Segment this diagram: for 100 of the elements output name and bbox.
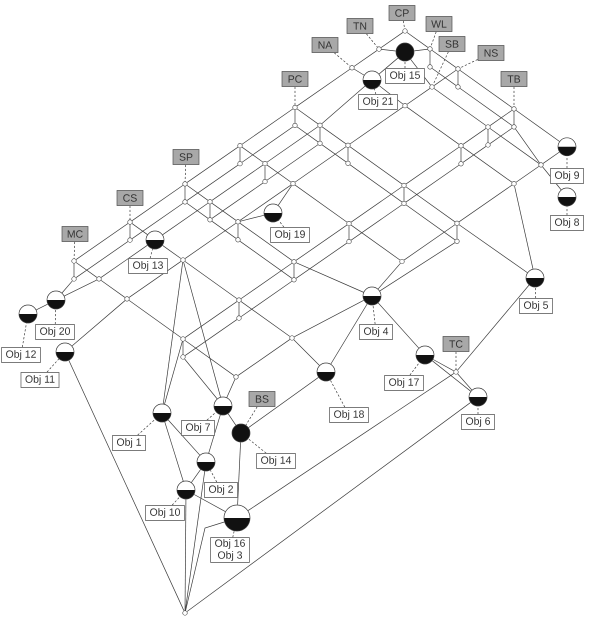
lattice-line: [183, 262, 221, 398]
object-label: Obj 12: [1, 347, 41, 363]
lattice-line: [164, 422, 184, 482]
lattice-line: [194, 494, 226, 512]
lattice-line: [350, 106, 404, 144]
attribute-label: SB: [438, 36, 466, 52]
lattice-line: [456, 226, 458, 240]
lattice-line: [184, 340, 234, 376]
lattice-line: [186, 146, 238, 183]
object-label: Obj 9: [550, 168, 584, 184]
leader-line: [410, 362, 420, 376]
half-filled-circle: [264, 204, 282, 222]
leader-line: [366, 34, 378, 48]
object-label: Obj 5: [519, 298, 553, 314]
lattice-line: [460, 88, 512, 126]
lattice-line: [240, 222, 292, 261]
lattice-line: [162, 202, 208, 236]
leader-line: [372, 304, 376, 324]
lattice-line: [186, 164, 238, 201]
lattice-line: [516, 166, 540, 183]
lattice-line: [212, 164, 264, 201]
filled-circle: [396, 42, 414, 62]
lattice-line: [168, 420, 200, 456]
lattice-line: [490, 128, 512, 144]
lattice-line: [542, 152, 560, 164]
lattice-line: [242, 108, 294, 145]
lattice-line: [380, 32, 404, 48]
lattice-line: [432, 359, 454, 372]
leader-line: [402, 20, 405, 29]
lattice-line: [460, 148, 462, 162]
lattice-line: [36, 304, 48, 310]
lattice-line: [542, 166, 562, 190]
lattice-line: [516, 110, 560, 142]
lattice-line: [212, 220, 236, 239]
lattice-line: [348, 226, 350, 240]
lattice-line: [208, 414, 221, 454]
lattice-line: [226, 378, 236, 398]
lattice-line: [264, 166, 266, 180]
lattice-line: [296, 242, 348, 279]
leader-line: [460, 59, 478, 68]
leader-line: [74, 242, 76, 259]
lattice-line: [72, 300, 126, 346]
lattice-line: [406, 164, 460, 202]
lattice-line: [378, 58, 398, 74]
attribute-label: TC: [442, 336, 470, 352]
half-filled-circle: [224, 504, 250, 532]
lattice-line: [406, 204, 456, 240]
lattice-line: [212, 202, 236, 221]
object-label: Obj 21: [358, 94, 398, 110]
object-label: Obj 4: [359, 324, 393, 340]
object-label: Obj 10: [145, 505, 185, 521]
lattice-line: [296, 126, 318, 142]
lattice-line: [354, 50, 378, 67]
attribute-label: PC: [282, 71, 308, 87]
lattice-line: [378, 302, 420, 348]
lattice-line: [458, 224, 528, 273]
lattice-line: [460, 70, 512, 108]
leader-line: [374, 88, 376, 94]
object-label: Obj 2: [204, 482, 238, 498]
lattice-line: [406, 88, 430, 105]
lattice-line: [414, 48, 428, 52]
leader-line: [172, 496, 180, 506]
attribute-label: NS: [478, 45, 504, 61]
half-filled-circle: [176, 480, 196, 500]
lattice-line: [76, 241, 128, 278]
lattice-line: [132, 223, 148, 235]
lattice-line: [266, 144, 318, 180]
half-filled-circle: [558, 137, 576, 156]
leader-line: [206, 412, 216, 420]
attribute-label: CS: [116, 190, 144, 206]
lattice-line: [185, 522, 225, 611]
attribute-label: NA: [312, 37, 338, 53]
object-label: Obj 17: [384, 375, 424, 391]
object-label: Obj 1: [112, 435, 146, 451]
lattice-line: [186, 402, 471, 612]
leader-line: [278, 220, 284, 228]
lattice-line: [434, 88, 486, 126]
half-filled-circle: [152, 404, 172, 422]
leader-line: [294, 86, 296, 106]
lattice-line: [294, 110, 296, 124]
object-label: Obj 6: [461, 414, 495, 430]
object-label: Obj 13: [128, 258, 168, 274]
lattice-line: [266, 126, 318, 162]
lattice-line: [242, 126, 294, 163]
lattice-line: [184, 301, 238, 338]
lattice-line: [128, 261, 182, 298]
lattice-line: [457, 284, 530, 370]
lattice-line: [296, 68, 350, 106]
half-filled-circle: [196, 452, 216, 472]
lattice-line: [322, 86, 366, 124]
lattice-line: [186, 203, 208, 219]
leader-line: [137, 418, 156, 436]
lattice-line: [184, 261, 238, 299]
lattice-line: [378, 263, 401, 290]
lattice-line: [184, 222, 236, 259]
leader-line: [184, 164, 186, 182]
lattice-line: [132, 185, 184, 221]
attribute-label: SP: [172, 149, 200, 165]
attribute-label: WL: [426, 16, 452, 32]
lattice-line: [184, 186, 186, 200]
